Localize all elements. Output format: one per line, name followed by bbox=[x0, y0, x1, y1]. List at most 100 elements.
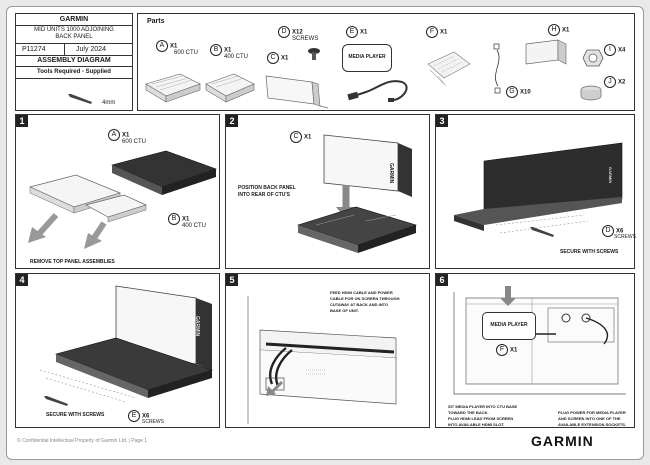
step-3-d-letter: D bbox=[602, 225, 614, 237]
step-5-caption-4: BASE OF UNIT. bbox=[330, 308, 359, 313]
step-3-allen-key-icon bbox=[530, 227, 554, 237]
footer-copyright: © Confidential Intellectual Property of … bbox=[17, 438, 148, 444]
step-2-drawing bbox=[297, 134, 417, 253]
part-c-letter: C bbox=[267, 52, 279, 64]
step-2-c-qty: X1 bbox=[304, 134, 312, 141]
screw-icon bbox=[308, 48, 320, 60]
part-g-qty: X10 bbox=[520, 89, 531, 96]
part-f-letter: F bbox=[426, 26, 438, 38]
step-6-left-1: SIT MEDIA PLAYER INTO CTU BASE bbox=[448, 404, 518, 409]
part-b-letter: B bbox=[210, 44, 222, 56]
part-f-qty: X1 bbox=[440, 29, 448, 36]
step-2-number: 2 bbox=[226, 115, 238, 127]
part-number: P11274 bbox=[22, 46, 46, 53]
ctu-400-drawing bbox=[205, 73, 255, 103]
part-c-qty: X1 bbox=[281, 55, 289, 62]
step-1-a-qty: X1 bbox=[122, 132, 130, 139]
step-5-drawing bbox=[247, 296, 397, 424]
step-4-drawing bbox=[39, 285, 213, 406]
doc-type: ASSEMBLY DIAGRAM bbox=[37, 57, 111, 64]
step-5-number: 5 bbox=[226, 274, 238, 286]
step-3-drawing bbox=[454, 142, 623, 234]
nut-icon bbox=[582, 49, 604, 67]
tools-label: Tools Required - Supplied bbox=[37, 69, 111, 75]
step-2-caption-1: POSITION BACK PANEL bbox=[238, 185, 296, 191]
step-6-f-letter: F bbox=[496, 344, 508, 356]
part-d-letter: D bbox=[278, 26, 290, 38]
step-1-a-desc: 600 CTU bbox=[122, 139, 147, 145]
bracket-kit-drawing bbox=[427, 51, 471, 87]
part-b-desc: 400 CTU bbox=[224, 54, 249, 60]
cable-tie-drawing bbox=[493, 43, 501, 94]
step-6-right-2: AND SCREEN INTO ONE OF THE bbox=[558, 416, 621, 421]
allen-key-icon bbox=[68, 94, 92, 104]
angle-bracket-drawing bbox=[525, 39, 567, 65]
step-4-e-letter: E bbox=[128, 410, 140, 422]
part-g-letter: G bbox=[506, 86, 518, 98]
step-2-caption-2: INTO REAR OF CTU'S bbox=[238, 192, 290, 198]
step-3-d-qty: X6 bbox=[616, 228, 624, 235]
part-a-qty: X1 bbox=[170, 43, 178, 50]
step-6-right-1: PLUG POWER FOR MEDIA PLAYER bbox=[558, 410, 626, 415]
title-block: GARMIN MID UNITS 1000 ADJOINING BACK PAN… bbox=[15, 13, 133, 111]
part-d-desc: SCREWS bbox=[292, 36, 319, 42]
title-line-1: MID UNITS 1000 ADJOINING bbox=[34, 27, 114, 33]
step-3-caption: SECURE WITH SCREWS bbox=[560, 249, 619, 255]
back-panel-drawing bbox=[265, 75, 329, 109]
step-5-caption-1: FEED HDMI CABLE AND POWER bbox=[330, 290, 393, 295]
step-6-right-3: AVAILABLE EXTENSION SOCKETS. bbox=[558, 422, 627, 427]
part-j-letter: J bbox=[604, 76, 616, 88]
part-a-letter: A bbox=[156, 40, 168, 52]
step-1-number: 1 bbox=[16, 115, 28, 127]
step-5-caption-2: CABLE FOR ON SCREEN THROUGH bbox=[330, 296, 400, 301]
step-4-brand: GARMIN bbox=[194, 316, 200, 337]
assembly-sheet: GARMIN MID UNITS 1000 ADJOINING BACK PAN… bbox=[6, 6, 644, 460]
title-brand: GARMIN bbox=[59, 16, 89, 23]
step-2-c-letter: C bbox=[290, 131, 302, 143]
part-h-letter: H bbox=[548, 24, 560, 36]
footer-logo: GARMIN bbox=[531, 433, 594, 449]
step-4-caption: SECURE WITH SCREWS bbox=[46, 412, 105, 418]
step-6-media-player-box bbox=[482, 312, 536, 340]
step-4-e-qty: X6 bbox=[142, 413, 150, 420]
step-1-b-desc: 400 CTU bbox=[182, 223, 207, 229]
part-e-qty: X1 bbox=[360, 29, 368, 36]
step-6-number: 6 bbox=[436, 274, 448, 286]
title-line-2: BACK PANEL bbox=[55, 34, 93, 40]
part-b-qty: X1 bbox=[224, 47, 232, 54]
step-6-left-3: PLUG HDMI LEAD FROM SCREEN bbox=[448, 416, 514, 421]
step-6-f-qty: X1 bbox=[510, 347, 518, 354]
step-4-number: 4 bbox=[16, 274, 28, 286]
usb-cable-drawing bbox=[347, 80, 408, 102]
media-player-label: MEDIA PLAYER bbox=[348, 54, 386, 60]
step-3-number: 3 bbox=[436, 115, 448, 127]
step-4-e-desc: SCREWS bbox=[142, 419, 164, 425]
part-a-desc: 600 CTU bbox=[174, 50, 199, 56]
doc-date: July 2024 bbox=[76, 46, 106, 53]
part-i-letter: I bbox=[604, 44, 616, 56]
ctu-600-drawing bbox=[145, 73, 201, 103]
step-3-d-desc: SCREWS bbox=[614, 234, 636, 240]
step-2-brand: GARMIN bbox=[388, 163, 394, 184]
step-1-drawing bbox=[28, 150, 217, 249]
step-5-panel: 5 FEED HDMI CABLE AND POWER CABLE FOR ON… bbox=[225, 273, 430, 428]
step-6-left-2: TOWARD THE BACK. bbox=[448, 410, 489, 415]
step-1-b-qty: X1 bbox=[182, 216, 190, 223]
